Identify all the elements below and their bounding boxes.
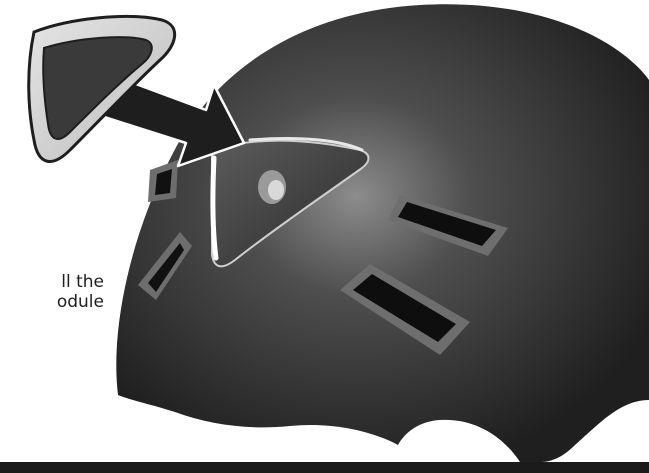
instruction-caption: ll the odule	[0, 272, 104, 316]
helmet-icon	[116, 4, 649, 462]
vent-left-upper	[148, 160, 178, 202]
bottom-bar	[0, 462, 649, 473]
caption-line-2: odule	[57, 292, 104, 312]
caption-line-1: ll the	[61, 272, 104, 292]
